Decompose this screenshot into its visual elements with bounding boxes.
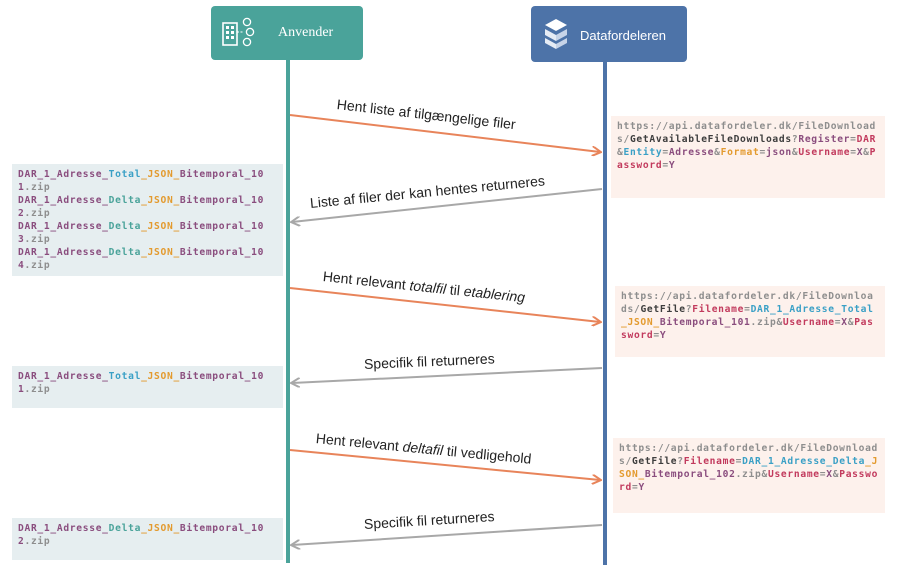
request-url-box-3: https://api.datafordeler.dk/FileDownload…: [613, 438, 885, 513]
actor-datafordeleren-label: Datafordeleren: [580, 28, 666, 43]
file-list-item: DAR_1_Adresse_Delta_JSON_Bitemporal_104.…: [18, 247, 265, 271]
building-users-icon: [221, 17, 257, 52]
datafordeleren-logo-icon: [543, 18, 569, 53]
response-arrow-2: [292, 367, 603, 383]
request-url-box-2: https://api.datafordeler.dk/FileDownload…: [615, 286, 885, 357]
file-list-item: DAR_1_Adresse_Delta_JSON_Bitemporal_103.…: [18, 221, 265, 245]
lifeline-anvender: [286, 60, 290, 563]
actor-datafordeleren: Datafordeleren: [531, 6, 687, 62]
file-list-item: DAR_1_Adresse_Delta_JSON_Bitemporal_102.…: [18, 195, 265, 219]
file-list-item: DAR_1_Adresse_Delta_JSON_Bitemporal_102.…: [18, 523, 265, 547]
request-url-box-1: https://api.datafordeler.dk/FileDownload…: [611, 116, 885, 198]
response-arrow-1: [292, 188, 603, 222]
file-list-box-2: DAR_1_Adresse_Total_JSON_Bitemporal_101.…: [12, 366, 283, 408]
actor-anvender: Anvender: [211, 6, 363, 60]
request-arrow-1: [289, 114, 600, 152]
actor-anvender-label: Anvender: [278, 25, 334, 40]
request-arrow-3: [289, 449, 600, 480]
request-arrow-2: [289, 287, 600, 322]
response-arrow-3: [292, 524, 603, 545]
file-list-item: DAR_1_Adresse_Total_JSON_Bitemporal_101.…: [18, 169, 265, 193]
file-list-box-1: DAR_1_Adresse_Total_JSON_Bitemporal_101.…: [12, 164, 283, 276]
file-list-item: DAR_1_Adresse_Total_JSON_Bitemporal_101.…: [18, 371, 265, 395]
lifeline-datafordeleren: [603, 62, 607, 565]
file-list-box-3: DAR_1_Adresse_Delta_JSON_Bitemporal_102.…: [12, 518, 283, 560]
